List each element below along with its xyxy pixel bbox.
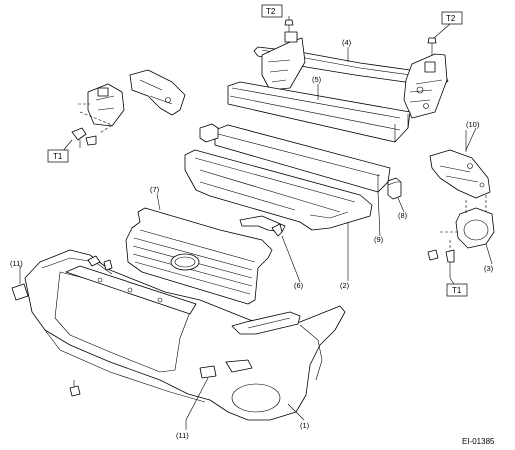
part-bumper-beam-2 [184, 149, 373, 231]
figure-reference: EI-01385 [462, 437, 495, 446]
part-bumper-face-1 [24, 249, 346, 421]
torque-box-t1-left: T1 [47, 149, 69, 163]
callout-11-bottom: (11) [176, 431, 189, 440]
torque-box-t2-top-right: T2 [433, 11, 463, 39]
callout-1: (1) [300, 421, 310, 430]
callout-10: (10) [466, 120, 480, 129]
part-bracket-6 [239, 215, 286, 237]
torque-box-t2-top-left: T2 [261, 4, 283, 18]
callout-3: (3) [484, 264, 494, 273]
callout-2: (2) [340, 281, 350, 290]
callout-8: (8) [398, 211, 408, 220]
torque-label: T1 [452, 286, 462, 295]
callout-4: (4) [342, 38, 352, 47]
leader-lines [19, 47, 493, 430]
torque-box-t1-right: T1 [446, 283, 468, 297]
bolt-t1-right [427, 249, 455, 278]
callout-11-left: (11) [10, 259, 23, 268]
callout-6: (6) [294, 281, 304, 290]
part-side-marker-11 [11, 283, 29, 301]
callout-9: (9) [374, 235, 384, 244]
torque-label: T1 [53, 152, 63, 161]
part-clip [69, 255, 113, 397]
part-lower-bracket [231, 311, 301, 335]
part-headlamp-bracket [78, 69, 186, 134]
bolt-t2-right [427, 37, 437, 55]
bolt-t2-top [284, 16, 294, 32]
part-grille-7 [125, 207, 273, 305]
part-absorber-5 [227, 81, 411, 143]
part-spacer-8 [387, 177, 402, 200]
part-side-bracket-10 [429, 130, 491, 199]
part-reinforcement-4 [253, 31, 449, 119]
part-side-bracket-3 [440, 195, 495, 252]
torque-label: T2 [446, 14, 456, 23]
part-absorber-9 [199, 123, 391, 193]
callout-5: (5) [312, 75, 322, 84]
torque-label: T2 [266, 7, 276, 16]
bolt-t1-left [71, 127, 97, 148]
callout-7: (7) [150, 185, 160, 194]
